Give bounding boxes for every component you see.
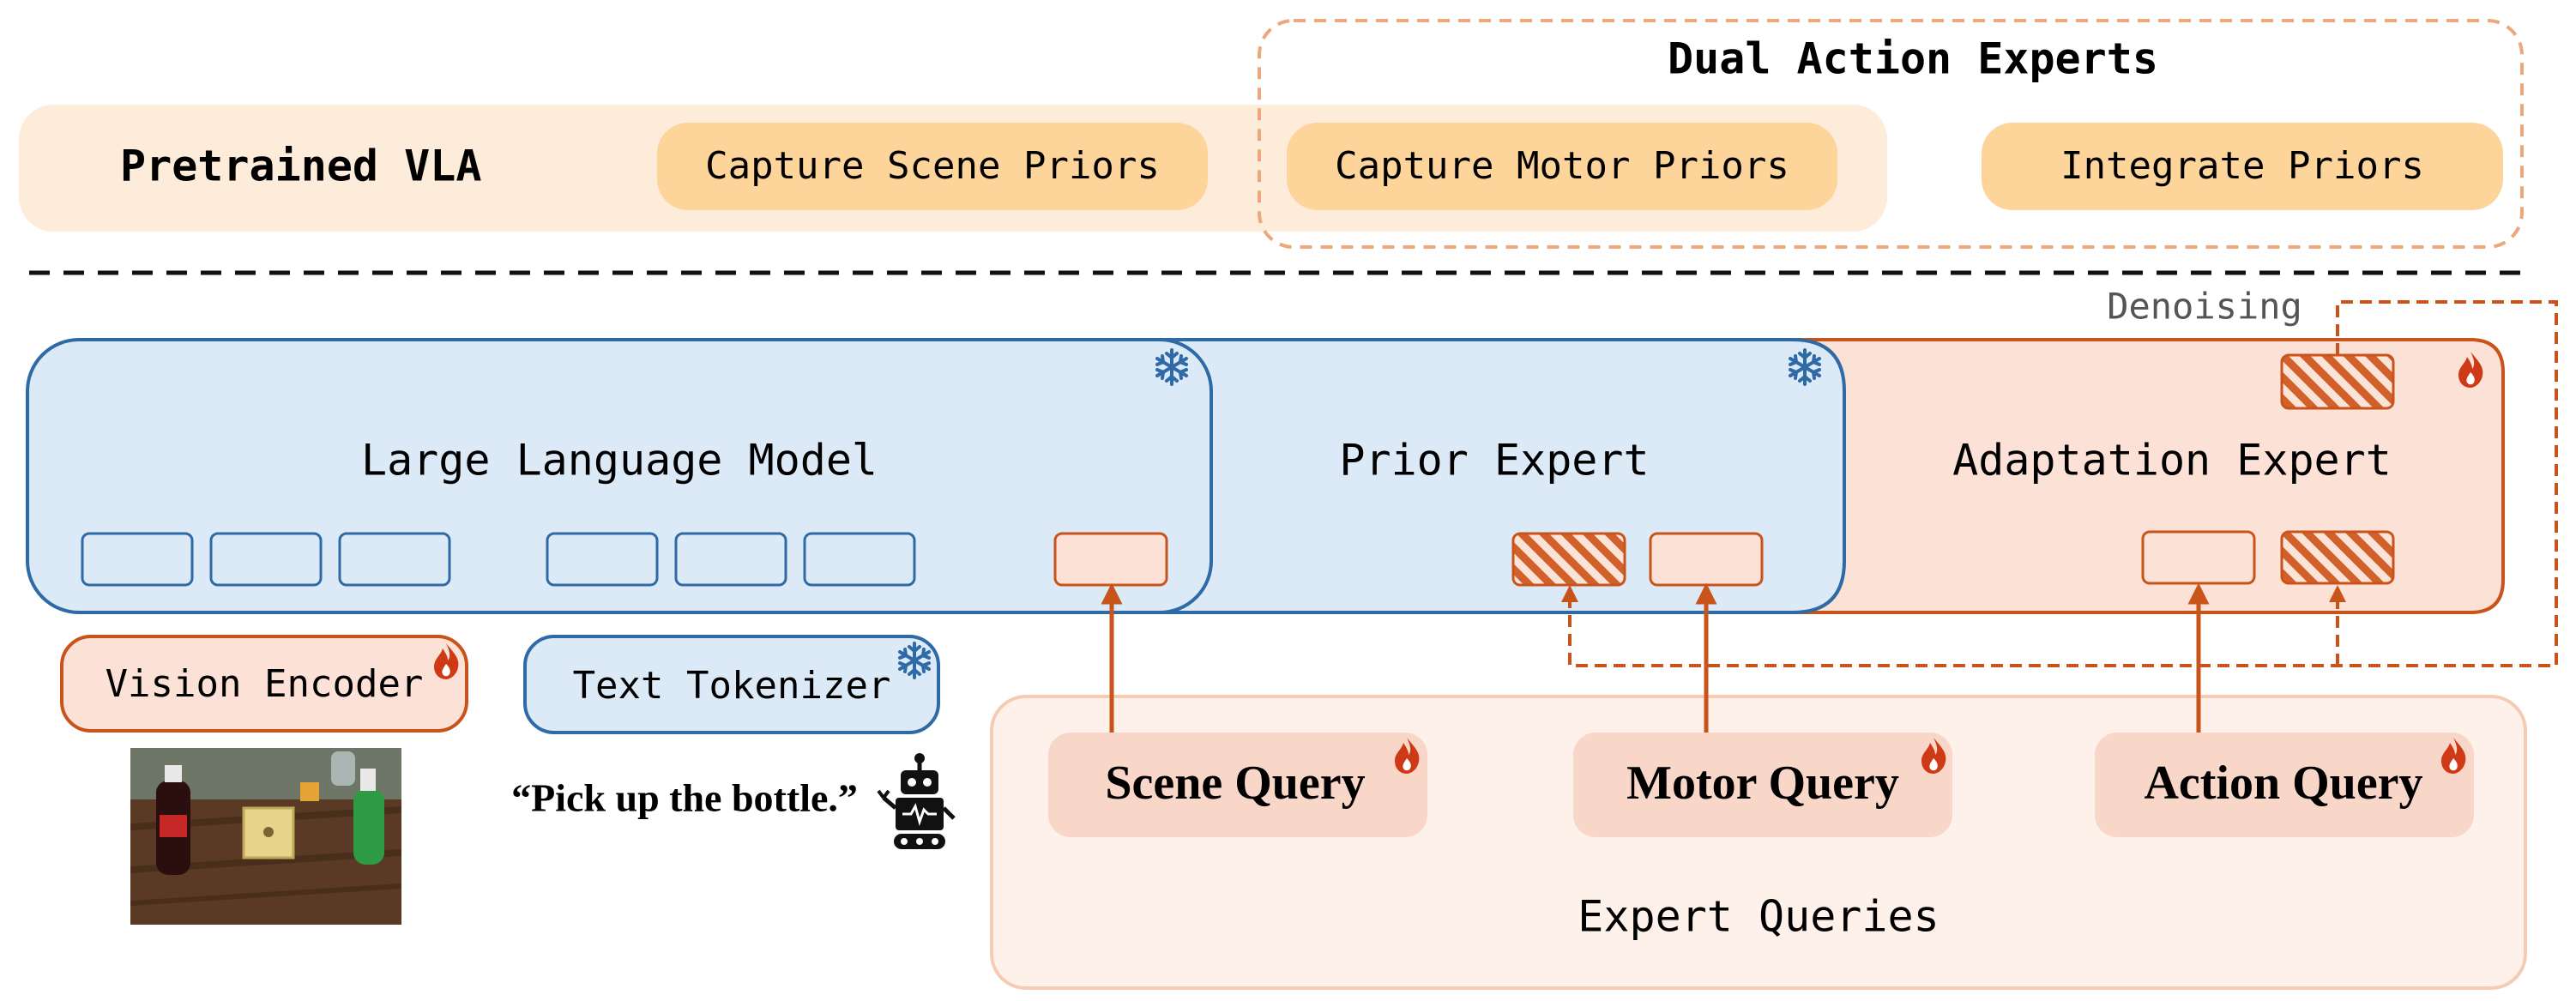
denoising-loop-line — [1561, 300, 2558, 667]
pill-integrate-priors-label: Integrate Priors — [2060, 144, 2424, 188]
vision-encoder-label: Vision Encoder — [106, 662, 424, 706]
vision-token — [338, 532, 451, 587]
prior-hatched-token — [1511, 532, 1626, 587]
pill-capture-motor-priors-label: Capture Motor Priors — [1335, 144, 1789, 188]
vision-token — [81, 532, 194, 587]
adaptation-input-hatched-token — [2280, 530, 2395, 585]
llm-token-group — [81, 532, 916, 587]
text-tokenizer-box — [523, 635, 940, 734]
robot-icon — [877, 753, 956, 849]
vision-token — [209, 532, 323, 587]
denoising-label: Denoising — [2107, 286, 2302, 328]
prior-expert-label: Prior Expert — [1339, 436, 1649, 485]
pill-capture-scene-priors — [657, 123, 1208, 210]
text-token — [803, 532, 916, 587]
dual-action-experts-title: Dual Action Experts — [1668, 34, 2158, 84]
pill-capture-motor-priors — [1287, 123, 1837, 210]
llm-label: Large Language Model — [361, 436, 878, 485]
adaptation-output-hatched-token — [2280, 353, 2395, 410]
pill-capture-scene-priors-label: Capture Scene Priors — [705, 144, 1160, 188]
text-tokenizer-label: Text Tokenizer — [573, 664, 891, 708]
scene-image — [130, 748, 401, 925]
text-token — [674, 532, 787, 587]
text-token — [546, 532, 659, 587]
motor-query-label: Motor Query — [1626, 757, 1899, 810]
expert-queries-label: Expert Queries — [1578, 892, 1939, 942]
dual-action-experts-frame — [1258, 19, 2524, 249]
pill-integrate-priors — [1982, 123, 2503, 210]
motor-query-box — [1573, 733, 1952, 837]
pretrained-vla-label: Pretrained VLA — [120, 142, 481, 191]
action-query-token — [2141, 530, 2256, 585]
instruction-text: “Pick up the bottle.” — [511, 776, 858, 820]
adaptation-expert-label: Adaptation Expert — [1952, 436, 2392, 485]
scene-query-label: Scene Query — [1105, 757, 1365, 810]
action-query-box — [2095, 733, 2474, 837]
action-query-label: Action Query — [2144, 757, 2422, 810]
motor-query-token — [1649, 532, 1764, 587]
vision-encoder-box — [60, 635, 468, 733]
scene-query-box — [1048, 733, 1427, 837]
scene-query-token — [1053, 532, 1168, 587]
